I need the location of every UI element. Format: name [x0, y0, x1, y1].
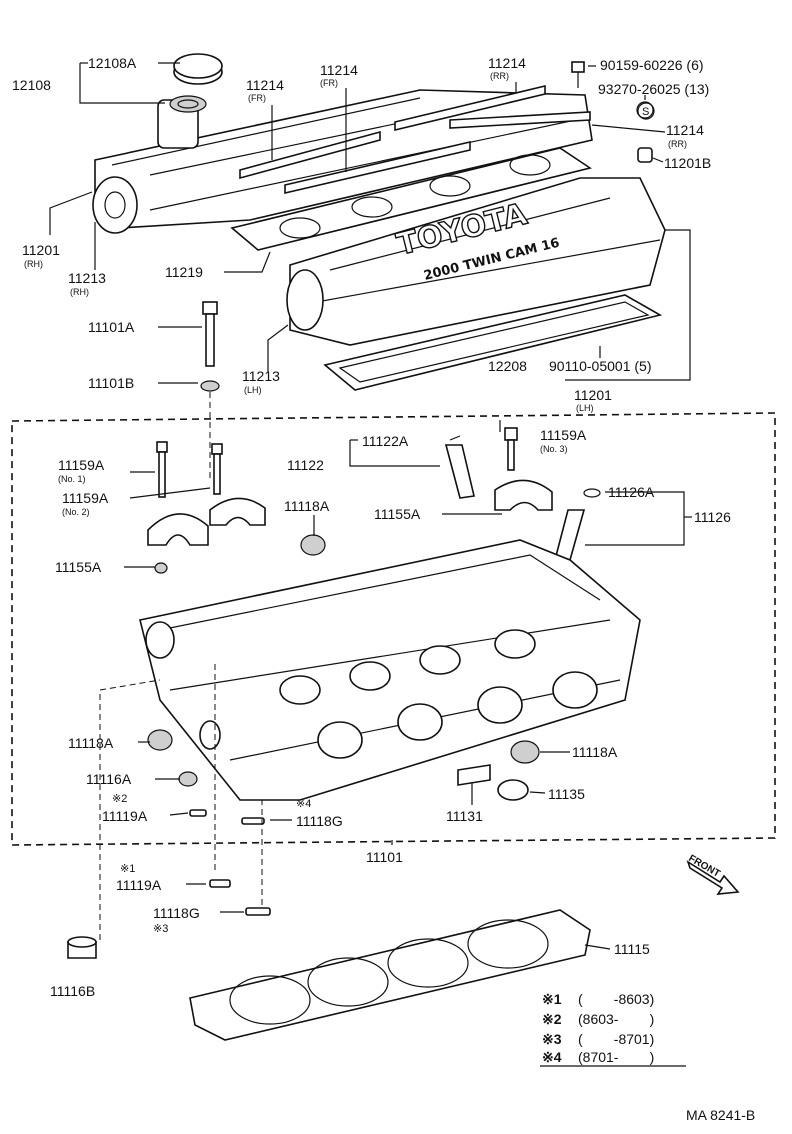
plugs-and-pins — [67, 729, 540, 959]
label-11122: 11122 — [287, 457, 324, 473]
label-11118a-top: 11118A — [284, 498, 330, 514]
label-11118g-a: 11118G — [296, 813, 343, 829]
oil-filler-cap — [169, 53, 223, 113]
front-arrow: FRONT — [687, 853, 740, 895]
label-12108: 12108 — [12, 77, 51, 93]
leader-lines — [49, 62, 692, 1067]
footnote-range-2: (8603- ) — [578, 1011, 654, 1027]
label-11118a-left: 11118A — [68, 735, 114, 751]
s-symbol: S — [642, 106, 649, 118]
valve-guides-and-seals — [300, 435, 601, 561]
label-11214-b-qual: (FR) — [320, 78, 338, 88]
label-12208: 12208 — [488, 358, 527, 374]
label-11214-a: 11214 — [246, 77, 284, 93]
footnote-mark-2: ※2 — [542, 1011, 562, 1027]
label-11214-a-qual: (FR) — [248, 93, 266, 103]
label-11213-rh: 11213 — [68, 270, 106, 286]
label-11219: 11219 — [165, 264, 203, 280]
label-11213-lh-qual: (LH) — [244, 385, 262, 395]
label-11131: 11131 — [446, 808, 483, 824]
label-11101: 11101 — [366, 849, 403, 865]
label-11213-lh: 11213 — [242, 368, 280, 384]
label-11118g-b: 11118G — [153, 905, 200, 921]
label-11159a-no1: 11159A — [58, 457, 105, 473]
plug-leader-2 — [99, 679, 161, 691]
label-11101a: 11101A — [88, 319, 135, 335]
label-11159a-no3-qual: (No. 3) — [540, 444, 568, 454]
label-90110: 90110-05001 (5) — [549, 358, 651, 374]
baffle-plates — [239, 84, 591, 195]
label-11159a-no2: 11159A — [62, 490, 109, 506]
label-11119a-b: 11119A — [116, 877, 162, 893]
cylinder-head-body — [139, 539, 641, 801]
camshaft-bearing-caps — [147, 427, 553, 574]
label-11213-rh-qual: (RH) — [70, 287, 89, 297]
label-11116a: 11116A — [86, 771, 132, 787]
label-11214-c: 11214 — [488, 55, 526, 71]
label-11201-lh-qual: (LH) — [576, 403, 594, 413]
mark-4: ※4 — [296, 798, 311, 810]
footnote-range-3: ( -8701) — [578, 1031, 654, 1047]
reference-code: MA 8241-B — [686, 1107, 755, 1123]
footnote-mark-4: ※4 — [542, 1049, 562, 1065]
label-11201-rh: 11201 — [22, 242, 60, 258]
label-90159: 90159-60226 (6) — [600, 57, 704, 73]
label-11214-d: 11214 — [666, 122, 704, 138]
part-labels: 12108A 12108 11214 (FR) 11214 (FR) 11214… — [12, 55, 731, 999]
label-11101b: 11101B — [88, 375, 134, 391]
label-11214-c-qual: (RR) — [490, 71, 509, 81]
label-12108a: 12108A — [88, 55, 137, 71]
mark-3: ※3 — [153, 923, 168, 935]
label-11122a: 11122A — [362, 433, 409, 449]
label-11155a-right: 11155A — [374, 506, 421, 522]
footnote-legend: ※1 ( -8603) ※2 (8603- ) ※3 ( -8701) ※4 (… — [542, 991, 654, 1065]
label-11126: 11126 — [694, 509, 731, 525]
mark-1: ※1 — [120, 863, 135, 875]
label-11214-b: 11214 — [320, 62, 358, 78]
label-93270: 93270-26025 (13) — [598, 81, 709, 97]
head-cover-gasket — [323, 294, 663, 391]
label-11115: 11115 — [614, 941, 650, 957]
label-11159a-no3: 11159A — [540, 427, 587, 443]
label-11116b: 11116B — [50, 983, 95, 999]
label-11118a-right: 11118A — [572, 744, 618, 760]
assembly-boundary — [11, 412, 776, 846]
mark-2: ※2 — [112, 793, 127, 805]
label-11155a-left: 11155A — [55, 559, 102, 575]
label-11214-d-qual: (RR) — [668, 139, 687, 149]
footnote-mark-3: ※3 — [542, 1031, 562, 1047]
label-11126a: 11126A — [608, 484, 655, 500]
s-symbol-circle — [637, 102, 655, 120]
label-11201-rh-qual: (RH) — [24, 259, 43, 269]
label-11135: 11135 — [548, 786, 585, 802]
plug-tube-plate — [230, 147, 592, 251]
footnote-range-4: (8701- ) — [578, 1049, 654, 1065]
label-11159a-no2-qual: (No. 2) — [62, 507, 90, 517]
stud-11101a — [200, 301, 220, 392]
footnote-mark-1: ※1 — [542, 991, 562, 1007]
cylinder-head-gasket — [189, 909, 591, 1041]
label-11201b: 11201B — [664, 155, 711, 171]
label-11159a-no1-qual: (No. 1) — [58, 474, 86, 484]
footnote-range-1: ( -8603) — [578, 991, 654, 1007]
cover-bolts — [571, 61, 654, 163]
label-11201-lh: 11201 — [574, 387, 612, 403]
label-11119a-a: 11119A — [102, 808, 148, 824]
